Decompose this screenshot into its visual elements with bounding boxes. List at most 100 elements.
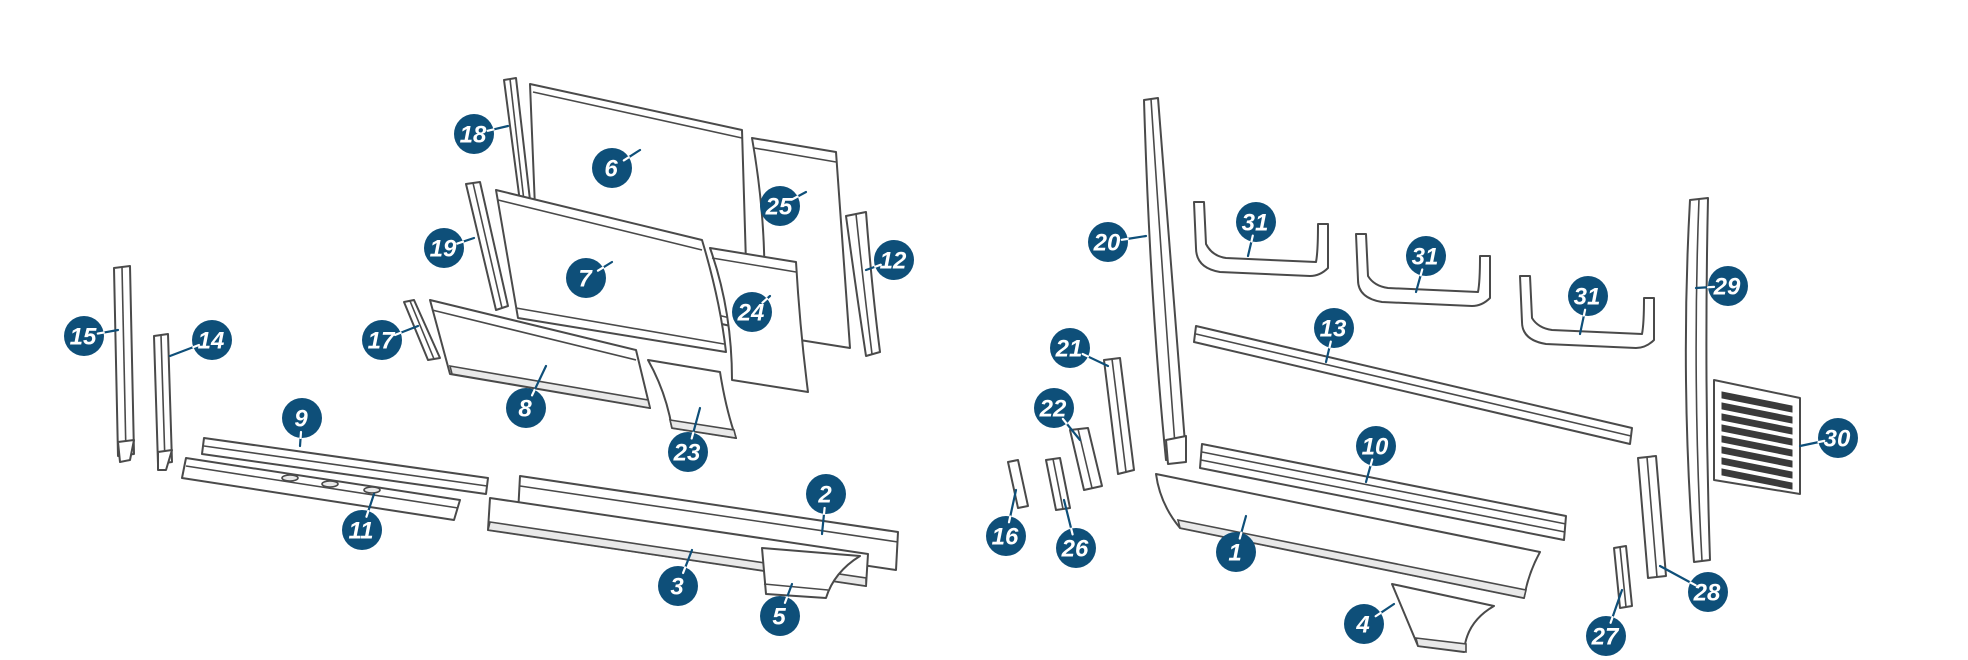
callout-circle — [506, 388, 546, 428]
part-14-pillar — [153, 333, 173, 471]
callout-10: 10 — [1356, 426, 1396, 484]
callout-24: 24 — [732, 292, 772, 332]
vent-louver — [1721, 424, 1793, 446]
leader-line — [1240, 514, 1248, 534]
callout-number: 6 — [604, 156, 618, 183]
part-19-pillar — [465, 181, 509, 311]
part-27-pillar — [1613, 545, 1633, 609]
part-21-pillar — [1103, 357, 1135, 475]
callout-circle — [760, 596, 800, 636]
callout-17: 17 — [362, 320, 420, 360]
callout-number: 10 — [1362, 434, 1389, 461]
part-26-bracket — [1045, 457, 1071, 511]
callout-21: 21 — [1050, 328, 1110, 368]
leader-line — [785, 582, 794, 599]
callout-number: 5 — [772, 604, 786, 631]
leader-line — [1065, 422, 1082, 442]
part-17-bracket — [403, 299, 441, 361]
callout-circle — [1056, 528, 1096, 568]
part-15-pillar — [113, 265, 135, 463]
callout-number: 24 — [737, 300, 765, 327]
callout-circle — [1586, 616, 1626, 656]
part-29-rear-pillar — [1684, 197, 1711, 563]
leader-line — [692, 406, 702, 434]
callout-circle — [424, 228, 464, 268]
callout-number: 19 — [430, 236, 457, 263]
part-31-u-bracket-3 — [1519, 275, 1655, 349]
callout-28: 28 — [1658, 564, 1728, 612]
vent-louver — [1721, 402, 1793, 424]
callout-31: 31 — [1236, 202, 1276, 258]
callout-circle — [986, 516, 1026, 556]
callout-12: 12 — [864, 240, 914, 280]
callout-7: 7 — [566, 258, 614, 298]
leader-line — [492, 124, 510, 131]
callout-circle — [1236, 202, 1276, 242]
callout-number: 30 — [1824, 426, 1851, 453]
part-10-rail — [1199, 443, 1567, 541]
callout-circle — [1216, 532, 1256, 572]
leader-line — [1062, 498, 1073, 530]
part-31-u-bracket-2 — [1355, 233, 1491, 307]
leader-line — [1578, 314, 1585, 336]
callout-6: 6 — [592, 148, 642, 188]
leader-line — [1324, 346, 1331, 364]
callout-number: 1 — [1228, 540, 1241, 567]
callout-1: 1 — [1216, 514, 1256, 572]
callout-number: 4 — [1355, 612, 1369, 639]
part-7-middle-panel — [495, 189, 727, 353]
leader-line — [864, 265, 877, 272]
callout-circle — [192, 320, 232, 360]
callout-circle — [592, 148, 632, 188]
leader-line — [1086, 355, 1110, 368]
vent-louver — [1721, 435, 1793, 457]
callout-circle — [1314, 308, 1354, 348]
leader-line — [1126, 234, 1148, 240]
part-8-lower-panel — [429, 299, 652, 409]
callout-number: 20 — [1093, 230, 1121, 257]
callout-13: 13 — [1314, 308, 1354, 364]
callout-circle — [566, 258, 606, 298]
leader-line — [601, 260, 614, 269]
leader-line — [367, 492, 376, 513]
callout-3: 3 — [658, 548, 698, 606]
part-18-pillar — [503, 77, 531, 203]
part-1-rocker-panel — [1155, 473, 1541, 599]
leader-line — [1246, 240, 1253, 258]
callout-5: 5 — [760, 582, 800, 636]
callout-circle — [64, 316, 104, 356]
leader-line — [1009, 488, 1018, 518]
callout-number: 9 — [294, 406, 308, 433]
callout-circle — [1568, 276, 1608, 316]
callout-number: 7 — [578, 266, 593, 293]
callout-circle — [1034, 388, 1074, 428]
callout-number: 31 — [1574, 284, 1601, 311]
callout-circle — [760, 186, 800, 226]
callout-4: 4 — [1344, 602, 1396, 644]
callout-26: 26 — [1056, 498, 1096, 568]
callout-27: 27 — [1586, 588, 1626, 656]
part-4-arch-panel — [1391, 583, 1495, 653]
leader-line — [627, 148, 642, 159]
callout-circle — [1406, 236, 1446, 276]
leader-line — [298, 436, 302, 448]
callout-number: 12 — [880, 248, 907, 275]
part-31-u-bracket-1 — [1193, 201, 1329, 277]
callout-8: 8 — [506, 364, 548, 428]
callout-circle — [658, 566, 698, 606]
callout-16: 16 — [986, 488, 1026, 556]
callout-14: 14 — [168, 320, 232, 360]
leader-line — [796, 190, 808, 198]
callout-circle — [1050, 328, 1090, 368]
callout-20: 20 — [1088, 222, 1148, 262]
leader-line — [1658, 564, 1692, 584]
callout-25: 25 — [760, 186, 808, 226]
callout-number: 22 — [1039, 396, 1067, 423]
callout-circle — [454, 114, 494, 154]
part-13-rail — [1193, 325, 1633, 445]
callout-number: 13 — [1320, 316, 1347, 343]
vent-louver — [1721, 413, 1793, 435]
